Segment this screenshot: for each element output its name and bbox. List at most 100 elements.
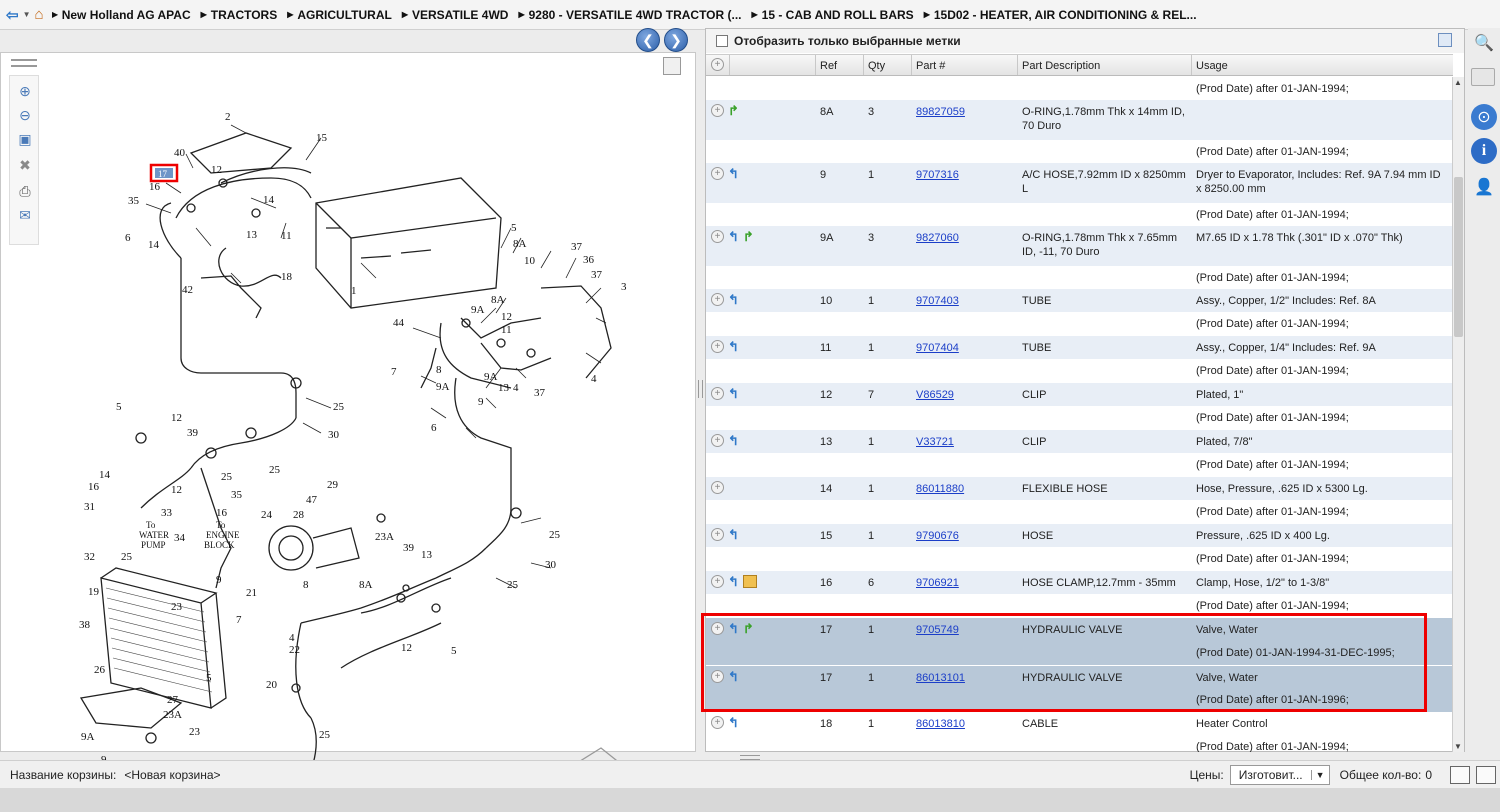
home-icon[interactable]: ⌂: [34, 6, 44, 23]
back-arrow-icon[interactable]: ↰: [728, 669, 739, 684]
document-list-icon[interactable]: [1471, 68, 1495, 86]
expand-row-icon[interactable]: +: [711, 167, 724, 180]
expand-row-icon[interactable]: +: [711, 716, 724, 729]
expand-row-icon[interactable]: +: [711, 670, 724, 683]
table-row[interactable]: (Prod Date) after 01-JAN-1994;: [706, 359, 1453, 383]
breadcrumb-item[interactable]: VERSATILE 4WD: [402, 8, 508, 22]
table-row[interactable]: +↰ 9 1 9707316 A/C HOSE,7.92mm ID x 8250…: [706, 163, 1453, 203]
table-row[interactable]: +↰ 18 1 86013810 CABLE Heater Control: [706, 712, 1453, 735]
table-row[interactable]: +↰ 13 1 V33721 CLIP Plated, 7/8": [706, 430, 1453, 453]
part-number-link[interactable]: 9707316: [916, 169, 959, 181]
expand-row-icon[interactable]: +: [711, 104, 724, 117]
part-number-link[interactable]: 9707403: [916, 295, 959, 307]
table-row[interactable]: (Prod Date) after 01-JAN-1994;: [706, 312, 1453, 336]
previous-diagram-button[interactable]: ❮: [636, 28, 660, 52]
column-header-part[interactable]: Part #: [912, 55, 1018, 75]
table-row-selected[interactable]: +↰ 17 1 86013101 HYDRAULIC VALVE Valve, …: [706, 665, 1453, 688]
package-icon[interactable]: [742, 575, 757, 588]
table-row[interactable]: + 14 1 86011880 FLEXIBLE HOSE Hose, Pres…: [706, 477, 1453, 500]
list-view-icon[interactable]: [1438, 33, 1452, 47]
part-number-link[interactable]: 9827060: [916, 232, 959, 244]
table-row-selected[interactable]: (Prod Date) 01-JAN-1994-31-DEC-1995;: [706, 641, 1453, 665]
part-number-link[interactable]: 86013810: [916, 718, 965, 730]
column-header-description[interactable]: Part Description: [1018, 55, 1192, 75]
email-icon[interactable]: ✉: [19, 206, 31, 223]
zoom-in-icon[interactable]: ⊕: [19, 82, 31, 99]
expand-row-icon[interactable]: +: [711, 293, 724, 306]
back-arrow-icon[interactable]: ↰: [728, 574, 739, 589]
column-header-qty[interactable]: Qty: [864, 55, 912, 75]
maximize-icon[interactable]: [663, 57, 681, 75]
expand-all-icon[interactable]: +: [711, 58, 724, 71]
expand-row-icon[interactable]: +: [711, 230, 724, 243]
table-row[interactable]: (Prod Date) after 01-JAN-1994;: [706, 266, 1453, 289]
maximize-window-icon[interactable]: [1476, 765, 1496, 784]
breadcrumb-item[interactable]: 9280 - VERSATILE 4WD TRACTOR (...: [518, 8, 742, 22]
table-row[interactable]: +↰ 16 6 9706921 HOSE CLAMP,12.7mm - 35mm…: [706, 571, 1453, 594]
table-row[interactable]: +↰ 15 1 9790676 HOSE Pressure, .625 ID x…: [706, 524, 1453, 547]
table-row[interactable]: +↰ 10 1 9707403 TUBE Assy., Copper, 1/2"…: [706, 289, 1453, 312]
part-number-link[interactable]: 9707404: [916, 342, 959, 354]
back-arrow-icon[interactable]: ↰: [728, 386, 739, 401]
table-row[interactable]: (Prod Date) after 01-JAN-1994;: [706, 203, 1453, 226]
table-row[interactable]: (Prod Date) after 01-JAN-1994;: [706, 77, 1453, 100]
table-row[interactable]: +↰ 12 7 V86529 CLIP Plated, 1": [706, 383, 1453, 406]
table-row[interactable]: +↰ 11 1 9707404 TUBE Assy., Copper, 1/4"…: [706, 336, 1453, 359]
zoom-out-icon[interactable]: ⊖: [19, 106, 31, 123]
column-header-ref[interactable]: Ref: [816, 55, 864, 75]
back-arrow-icon[interactable]: ↰: [728, 166, 739, 181]
chevron-down-icon[interactable]: ▼: [1310, 769, 1329, 780]
table-row-selected[interactable]: +↰↱ 17 1 9705749 HYDRAULIC VALVE Valve, …: [706, 618, 1453, 641]
scrollbar-thumb[interactable]: [1454, 177, 1463, 337]
exploded-parts-diagram[interactable]: 2 15 40 16 12 14 11 13 18 42 35 14 16 6 …: [41, 108, 661, 798]
back-arrow-icon[interactable]: ↰: [728, 339, 739, 354]
back-arrow-icon[interactable]: ↰: [728, 715, 739, 730]
breadcrumb-item[interactable]: AGRICULTURAL: [287, 8, 391, 22]
forward-arrow-icon[interactable]: ↱: [742, 621, 754, 636]
clear-marks-icon[interactable]: ✖: [19, 156, 31, 173]
table-row[interactable]: +↱ 8A 3 89827059 O-RING,1.78mm Thk x 14m…: [706, 100, 1453, 140]
part-number-link[interactable]: 9705749: [916, 624, 959, 636]
scroll-down-icon[interactable]: ▼: [1454, 742, 1462, 751]
expand-row-icon[interactable]: +: [711, 340, 724, 353]
part-number-link[interactable]: 86011880: [916, 483, 965, 495]
pane-splitter[interactable]: [698, 380, 703, 398]
scroll-up-icon[interactable]: ▲: [1454, 78, 1462, 87]
breadcrumb-item[interactable]: TRACTORS: [201, 8, 277, 22]
expand-row-icon[interactable]: +: [711, 434, 724, 447]
part-number-link[interactable]: V86529: [916, 389, 954, 401]
table-row[interactable]: (Prod Date) after 01-JAN-1994;: [706, 500, 1453, 524]
breadcrumb-item[interactable]: 15D02 - HEATER, AIR CONDITIONING & REL..…: [924, 8, 1197, 22]
breadcrumb-item[interactable]: New Holland AG APAC: [52, 8, 191, 22]
user-chat-icon[interactable]: 👤: [1474, 179, 1494, 196]
prices-select[interactable]: Изготовит... ▼: [1229, 764, 1330, 785]
part-number-link[interactable]: 9790676: [916, 530, 959, 542]
part-number-link[interactable]: 86013101: [916, 672, 965, 684]
back-arrow-icon[interactable]: ↰: [728, 229, 739, 244]
table-row[interactable]: (Prod Date) after 01-JAN-1994;: [706, 594, 1453, 618]
table-row[interactable]: (Prod Date) after 01-JAN-1994;: [706, 547, 1453, 571]
back-arrow-icon[interactable]: ⇦: [6, 6, 19, 24]
search-icon[interactable]: 🔍: [1474, 35, 1494, 52]
expand-row-icon[interactable]: +: [711, 622, 724, 635]
forward-arrow-icon[interactable]: ↱: [728, 103, 739, 118]
restore-window-icon[interactable]: [1450, 765, 1470, 784]
table-row[interactable]: (Prod Date) after 01-JAN-1994;: [706, 140, 1453, 163]
dropdown-icon[interactable]: ▼: [22, 10, 31, 19]
menu-grip-icon[interactable]: [11, 59, 37, 67]
next-diagram-button[interactable]: ❯: [664, 28, 688, 52]
table-row[interactable]: (Prod Date) after 01-JAN-1994;: [706, 453, 1453, 477]
back-arrow-icon[interactable]: ↰: [728, 621, 739, 636]
table-row[interactable]: (Prod Date) after 01-JAN-1994;: [706, 735, 1453, 752]
back-arrow-icon[interactable]: ↰: [728, 433, 739, 448]
part-number-link[interactable]: 9706921: [916, 577, 959, 589]
part-number-link[interactable]: 89827059: [916, 106, 965, 118]
expand-row-icon[interactable]: +: [711, 575, 724, 588]
expand-all-cell[interactable]: +: [706, 55, 730, 75]
part-number-link[interactable]: V33721: [916, 436, 954, 448]
table-scrollbar[interactable]: ▲ ▼: [1452, 77, 1464, 752]
table-row[interactable]: (Prod Date) after 01-JAN-1994;: [706, 406, 1453, 430]
forward-arrow-icon[interactable]: ↱: [742, 229, 754, 244]
expand-row-icon[interactable]: +: [711, 387, 724, 400]
back-arrow-icon[interactable]: ↰: [728, 527, 739, 542]
